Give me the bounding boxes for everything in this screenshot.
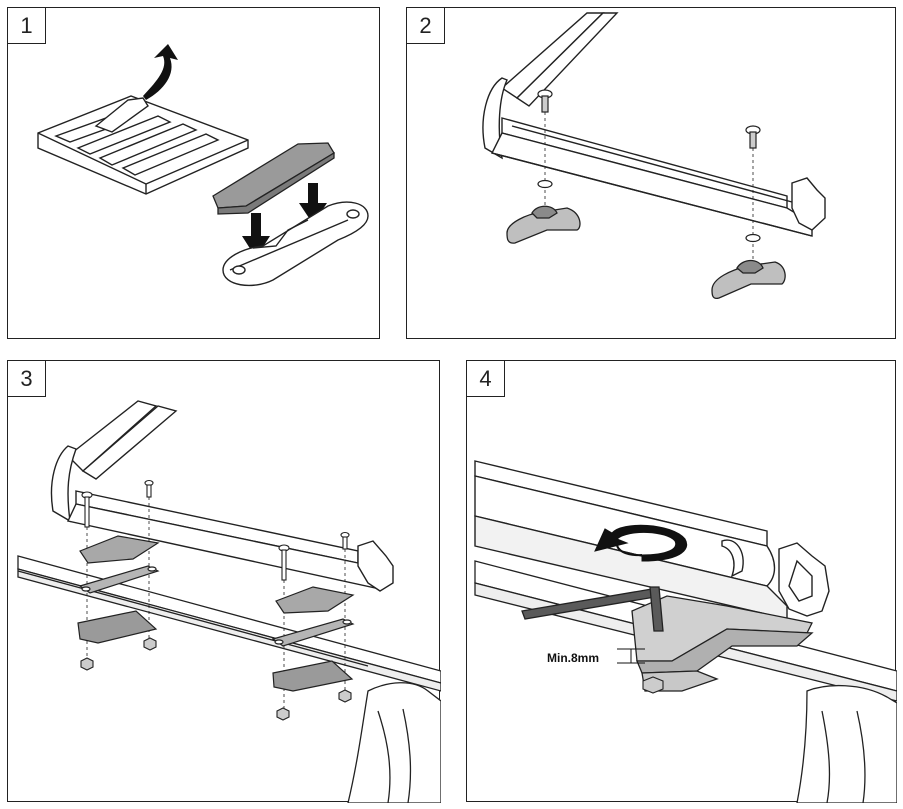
- step-1-panel: 1: [7, 7, 380, 339]
- rubber-pad: [212, 142, 335, 215]
- peel-arrow-icon: [143, 44, 178, 100]
- step-3-illustration: [17, 400, 441, 803]
- spacer-plate: [78, 565, 355, 647]
- hex-key-tool: [521, 586, 664, 632]
- carrier-bar: [50, 400, 394, 592]
- rubber-foot: [506, 205, 786, 300]
- guide-line: [544, 112, 754, 268]
- step-2-number: 2: [407, 8, 445, 44]
- nut-icon: [80, 637, 352, 721]
- lower-clamp: [77, 610, 354, 692]
- step-2-illustration: [482, 12, 826, 300]
- carrier-bar: [490, 117, 826, 237]
- step-3-number: 3: [8, 361, 46, 397]
- rotate-arrow-icon: [594, 524, 688, 562]
- step-2-panel: 2: [406, 7, 896, 339]
- pad-sheet: [37, 95, 249, 195]
- step-3-panel: 3: [7, 360, 441, 803]
- washer-icon: [537, 179, 761, 243]
- step-4-panel: 4: [466, 360, 897, 803]
- step-4-number: 4: [467, 361, 505, 397]
- screw-icon: [537, 89, 761, 149]
- measurement-marker: [617, 648, 645, 664]
- carrier-arm: [482, 12, 619, 160]
- foot-base: [222, 201, 369, 287]
- end-clip: [778, 542, 830, 617]
- rubber-foot: [79, 535, 355, 614]
- car-roof: [347, 682, 441, 803]
- step-4-illustration: [474, 460, 897, 803]
- nut-icon: [642, 676, 664, 694]
- step-1-illustration: [37, 44, 369, 287]
- min-gap-label: Min.8mm: [547, 651, 600, 665]
- step-1-number: 1: [8, 8, 46, 44]
- car-roof: [796, 684, 897, 803]
